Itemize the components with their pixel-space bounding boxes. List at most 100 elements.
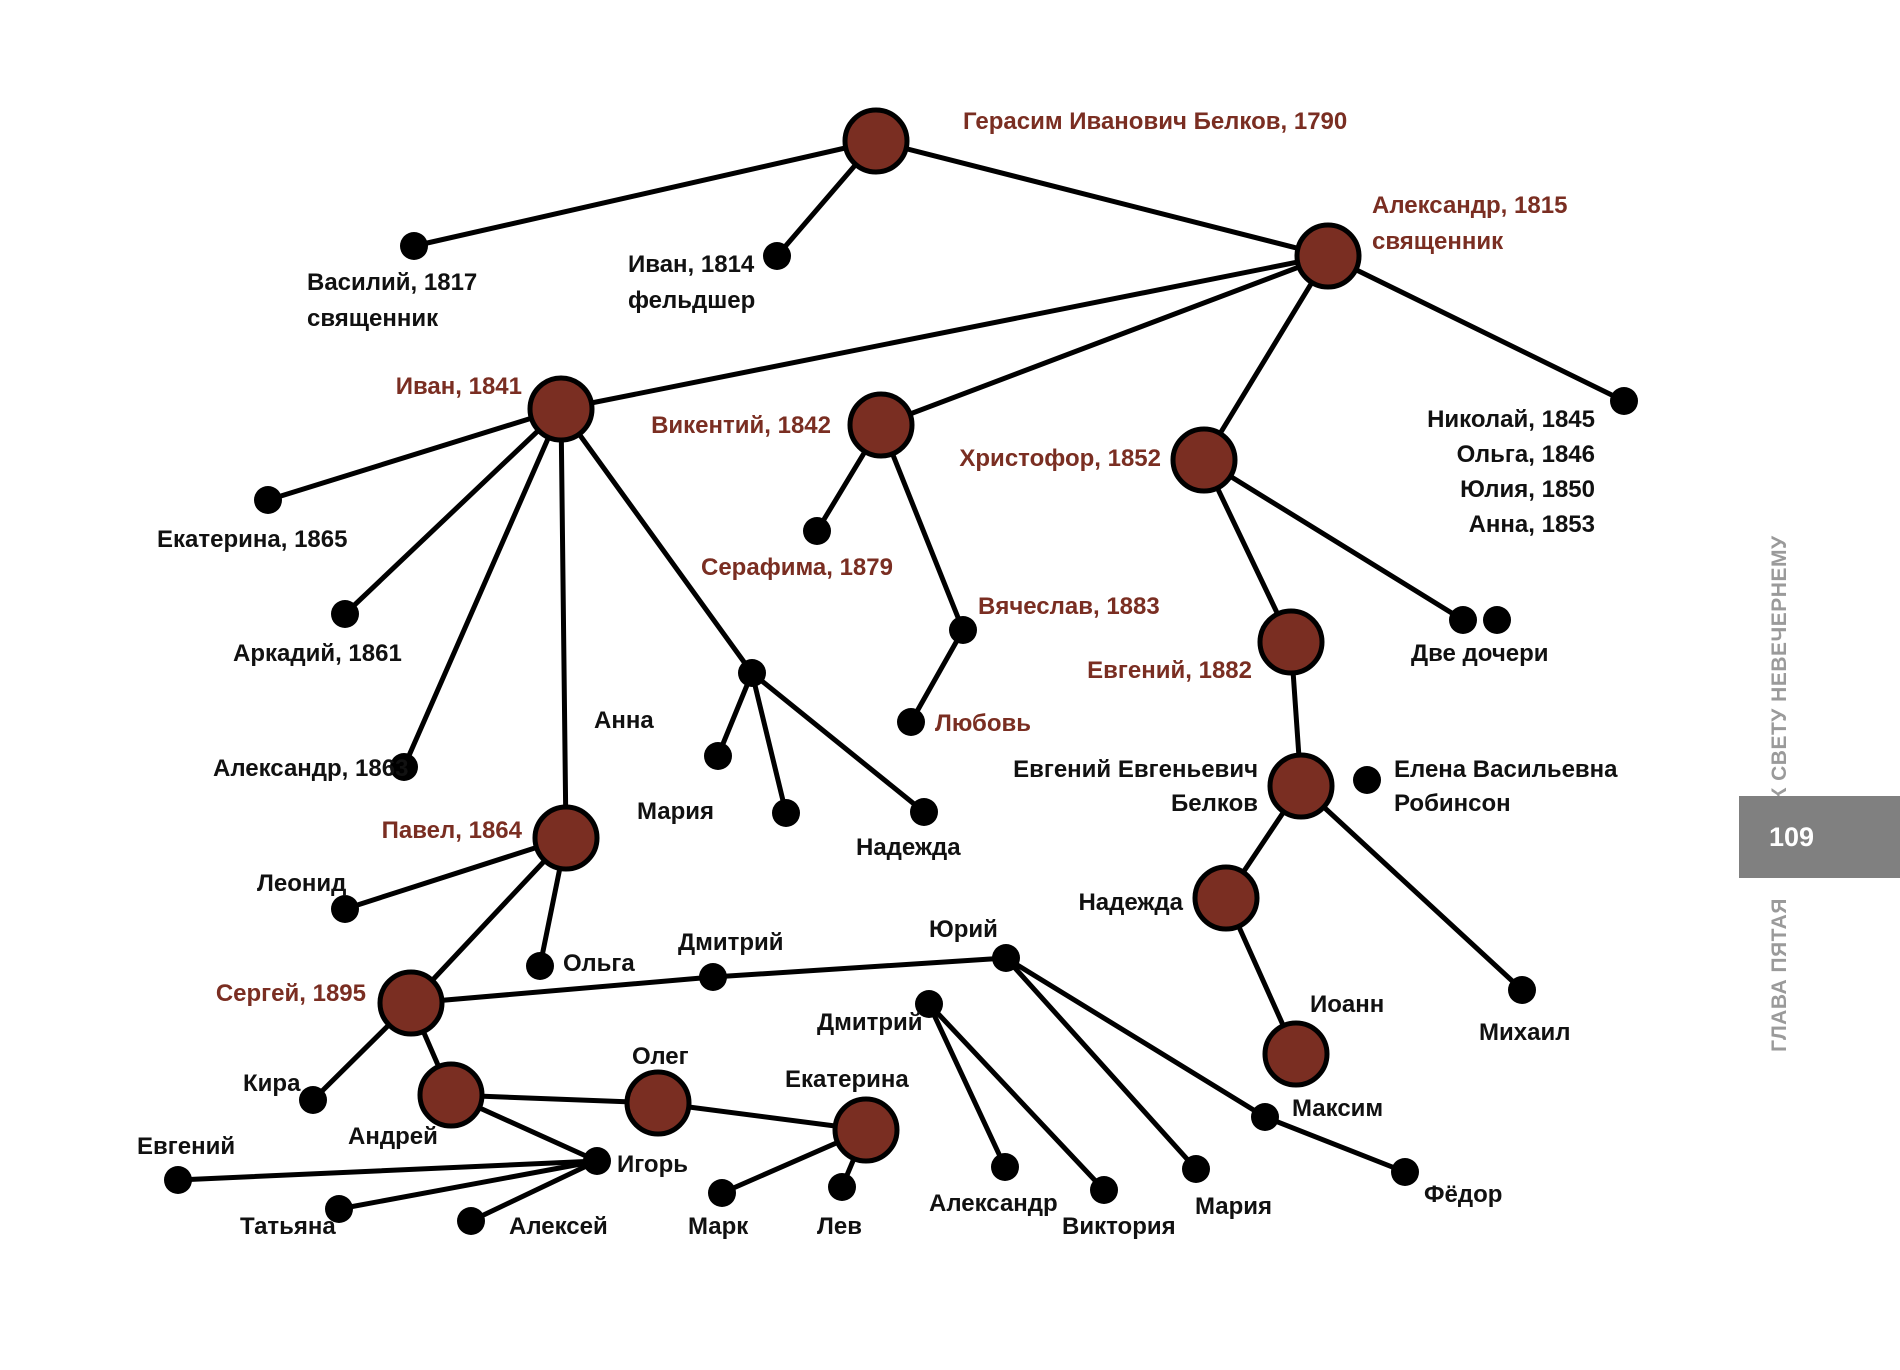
node-gerasim	[842, 107, 910, 175]
node-andrey	[417, 1061, 485, 1129]
node-nadezhda-2	[1192, 864, 1260, 932]
node-daughter-1	[1449, 606, 1477, 634]
node-yury	[992, 944, 1020, 972]
link	[1003, 955, 1199, 1172]
label-alexander-gs: Александр	[929, 1190, 1058, 1217]
tree-labels: Герасим Иванович Белков, 1790 Василий, 1…	[137, 108, 1618, 1240]
running-head-text: К СВЕТУ НЕВЕЧЕРНЕМУ	[1768, 535, 1791, 801]
link	[926, 1001, 1008, 1170]
link	[1201, 457, 1294, 645]
node-ivan-1841	[527, 375, 595, 443]
label-ivan-1841: Иван, 1841	[396, 373, 522, 400]
link	[468, 1158, 600, 1224]
node-kira	[299, 1086, 327, 1114]
label-leonid: Леонид	[257, 870, 346, 897]
label-dve-docheri: Две дочери	[1411, 640, 1549, 667]
link	[908, 627, 966, 725]
label-dmitry-2: Дмитрий	[817, 1009, 923, 1036]
node-anna-child	[772, 799, 800, 827]
link	[1325, 253, 1627, 404]
link	[1298, 783, 1525, 993]
label-ivan-1814-role: фельдшер	[628, 287, 755, 314]
label-aleksey: Алексей	[509, 1213, 608, 1240]
node-fedor	[1391, 1158, 1419, 1186]
link	[558, 406, 755, 676]
node-aleksey	[457, 1207, 485, 1235]
label-viktoria: Виктория	[1062, 1213, 1176, 1240]
label-arkady: Аркадий, 1861	[233, 640, 402, 667]
node-daughter-2	[1483, 606, 1511, 634]
node-maria-2	[1182, 1155, 1210, 1183]
node-mikhail	[1508, 976, 1536, 1004]
label-ekaterina-1865: Екатерина, 1865	[157, 526, 347, 553]
label-kira: Кира	[243, 1070, 301, 1097]
node-alexander-gs	[991, 1153, 1019, 1181]
label-dmitry-1: Дмитрий	[678, 929, 784, 956]
node-vasily	[400, 232, 428, 260]
node-arkady	[331, 600, 359, 628]
small-nodes	[164, 232, 1638, 1235]
link	[873, 138, 1331, 259]
link	[715, 670, 755, 759]
label-anna-1853: Анна, 1853	[1469, 511, 1595, 538]
node-evgeny-3	[164, 1166, 192, 1194]
link	[655, 1100, 869, 1133]
node-vikenty	[847, 391, 915, 459]
label-gerasim: Герасим Иванович Белков, 1790	[963, 108, 1347, 135]
label-maria-2: Мария	[1195, 1193, 1272, 1220]
label-fedor: Фёдор	[1424, 1181, 1502, 1208]
label-alexander-1863: Александр, 1863	[213, 755, 408, 782]
label-nadezhda-2: Надежда	[1078, 889, 1183, 916]
highlighted-nodes	[377, 107, 1362, 1164]
node-serafima	[803, 517, 831, 545]
label-anna: Анна	[594, 707, 654, 734]
label-oleg: Олег	[632, 1043, 689, 1070]
label-elena: Елена Васильевна	[1394, 756, 1618, 783]
label-nikolai: Николай, 1845	[1427, 406, 1595, 433]
label-mikhail: Михаил	[1479, 1019, 1570, 1046]
label-serafima: Серафима, 1879	[701, 554, 893, 581]
label-tatyana: Татьяна	[240, 1213, 336, 1240]
label-vasily: Василий, 1817	[307, 269, 477, 296]
running-head: К СВЕТУ НЕВЕЧЕРНЕМУ	[1755, 535, 1805, 800]
link	[342, 835, 569, 912]
label-pavel: Павел, 1864	[382, 817, 523, 844]
label-hristofor: Христофор, 1852	[959, 445, 1161, 472]
label-ekaterina-2: Екатерина	[785, 1066, 909, 1093]
label-evgeny-3: Евгений	[137, 1133, 235, 1160]
label-lev: Лев	[817, 1213, 862, 1240]
link	[1201, 457, 1466, 623]
node-vyacheslav	[949, 616, 977, 644]
node-dmitry-2	[915, 990, 943, 1018]
link	[342, 406, 564, 617]
label-vasily-role: священник	[307, 305, 439, 332]
link	[336, 1158, 600, 1212]
node-ivan-1814	[763, 242, 791, 270]
node-lyubov	[897, 708, 925, 736]
node-hristofor	[1170, 426, 1238, 494]
label-alexander-1815: Александр, 1815	[1372, 192, 1567, 219]
node-ekaterina-2	[832, 1096, 900, 1164]
node-nadezhda-1	[910, 798, 938, 826]
link	[710, 955, 1009, 980]
link	[749, 670, 789, 816]
node-maksim	[1251, 1103, 1279, 1131]
node-mark	[708, 1179, 736, 1207]
label-olga: Ольга	[563, 950, 635, 977]
node-alexander-1863	[390, 753, 418, 781]
label-andrey: Андрей	[348, 1123, 438, 1150]
link	[749, 670, 927, 815]
link	[401, 406, 564, 770]
node-ekaterina-1865	[254, 486, 282, 514]
node-tatyana	[325, 1195, 353, 1223]
label-elena-surname: Робинсон	[1394, 790, 1511, 817]
node-sergey	[377, 969, 445, 1037]
node-viktoria	[1090, 1176, 1118, 1204]
node-anna-branch	[738, 659, 766, 687]
label-nadezhda-1: Надежда	[856, 834, 961, 861]
node-ioann	[1262, 1020, 1330, 1088]
node-nikolai-group	[1610, 387, 1638, 415]
link	[265, 406, 564, 503]
node-maria-1	[704, 742, 732, 770]
